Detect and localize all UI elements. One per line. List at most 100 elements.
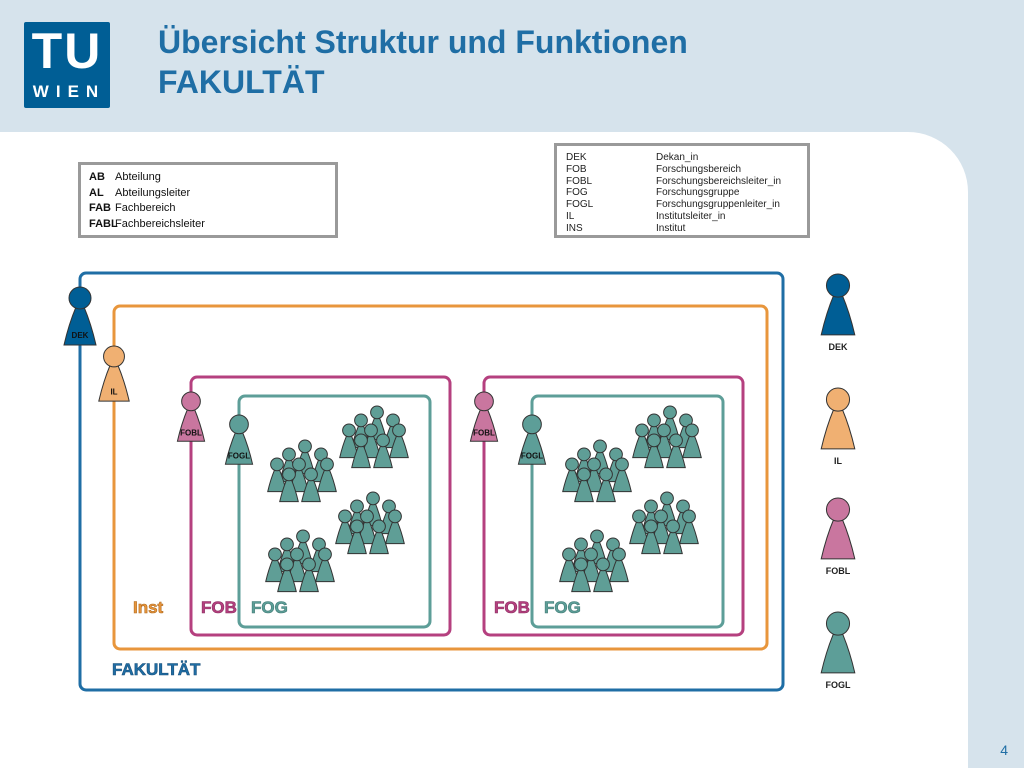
member-figure — [641, 519, 661, 555]
member-figure — [666, 433, 686, 469]
figure-label: FOGL — [228, 451, 250, 460]
member-group — [265, 529, 335, 593]
member-figure — [347, 519, 367, 555]
legend-text: Forschungsgruppenleiter_in — [656, 199, 780, 211]
legend-abbr: DEK — [566, 152, 587, 163]
member-group — [335, 491, 405, 555]
member-figure — [559, 547, 579, 583]
member-figure — [315, 547, 335, 583]
legend-abbr: FAB — [89, 202, 111, 214]
label-fob-2: FOB — [494, 598, 530, 617]
side-legend-figure-dek — [820, 273, 856, 336]
legend-abbr: FABL — [89, 217, 118, 230]
member-figure — [593, 557, 613, 593]
box-fakultaet — [78, 271, 785, 692]
legend-text: Forschungsbereichsleiter_in — [656, 175, 782, 187]
legend-abbr: FOB — [566, 163, 587, 175]
legend-row: INS Institut — [566, 223, 798, 235]
dek-figure: DEK — [63, 286, 97, 346]
legend-text: Forschungsgruppe — [656, 187, 740, 199]
legend-row: AL Abteilungsleiter — [89, 186, 327, 202]
member-figure — [317, 457, 337, 493]
legend-row: FAB Fachbereich — [89, 201, 327, 217]
label-fob-1: FOB — [201, 598, 237, 617]
legend-abbr: IL — [566, 210, 575, 222]
label-inst: Inst — [133, 598, 164, 617]
logo-tu-text: TU — [31, 23, 103, 79]
box-fog-2 — [530, 394, 725, 629]
side-legend-figure-fogl — [820, 611, 856, 674]
member-figure — [279, 467, 299, 503]
logo-wien-text: WIEN — [32, 82, 106, 101]
figure-label: FOBL — [180, 428, 202, 437]
label-fog-2: FOG — [544, 598, 581, 617]
legend-row: FOG Forschungsgruppe — [566, 187, 798, 199]
legend-abbr: AL — [89, 186, 104, 199]
page-title: Übersicht Struktur und Funktionen FAKULT… — [158, 22, 688, 102]
side-legend-figure-il — [820, 387, 856, 450]
member-group — [632, 405, 702, 469]
side-legend-label: IL — [834, 456, 843, 466]
box-fob-1 — [189, 375, 452, 637]
member-figure — [612, 457, 632, 493]
title-line-2: FAKULTÄT — [158, 64, 325, 100]
label-fakultaet: FAKULTÄT — [112, 660, 201, 679]
legend-text: Fachbereich — [115, 202, 176, 214]
box-fog-1 — [237, 394, 432, 629]
legend-text: Fachbereichsleiter — [115, 217, 205, 230]
member-figure — [644, 433, 664, 469]
box-fob-2 — [482, 375, 745, 637]
member-figure — [335, 509, 355, 545]
legend-row: FOB Forschungsbereich — [566, 164, 798, 176]
member-figure — [574, 467, 594, 503]
legend-text: Abteilung — [115, 171, 161, 183]
side-legend-label: FOBL — [826, 566, 851, 576]
member-figure — [373, 433, 393, 469]
legend-text: Institut — [656, 222, 686, 234]
figure-label: IL — [110, 388, 117, 397]
fobl-figure-1: FOBL — [176, 391, 206, 442]
side-legend-label: DEK — [828, 342, 848, 352]
legend-abbr: FOGL — [566, 199, 594, 211]
member-figure — [682, 423, 702, 459]
page-number: 4 — [1000, 742, 1008, 758]
fobl-figure-2: FOBL — [469, 391, 499, 442]
label-fog-1: FOG — [251, 598, 288, 617]
fogl-figure-1: FOGL — [224, 414, 254, 465]
member-figure — [277, 557, 297, 593]
figure-label: DEK — [72, 331, 89, 340]
legend-abbr: INS — [566, 222, 583, 234]
member-figure — [299, 557, 319, 593]
tu-wien-logo: TU WIEN — [24, 22, 110, 108]
member-figure — [351, 433, 371, 469]
legend-text: Abteilungsleiter — [115, 186, 191, 199]
member-group — [562, 439, 632, 503]
legend-row: FOGL Forschungsgruppenleiter_in — [566, 199, 798, 211]
member-figure — [369, 519, 389, 555]
title-line-1: Übersicht Struktur und Funktionen — [158, 24, 688, 60]
side-legend-figure-fobl — [820, 497, 856, 560]
member-group — [629, 491, 699, 555]
member-figure — [571, 557, 591, 593]
legend-text: Forschungsbereich — [656, 163, 742, 175]
il-figure: IL — [98, 345, 130, 402]
figure-label: FOGL — [521, 451, 543, 460]
legend-abbr: FOG — [566, 187, 588, 199]
member-figure — [389, 423, 409, 459]
member-group — [339, 405, 409, 469]
member-figure — [609, 547, 629, 583]
legend-text: Institutsleiter_in — [656, 210, 726, 222]
legend-row: IL Institutsleiter_in — [566, 211, 798, 223]
member-group — [559, 529, 629, 593]
member-figure — [265, 547, 285, 583]
member-figure — [385, 509, 405, 545]
header: TU WIEN Übersicht Struktur und Funktione… — [0, 0, 1024, 132]
side-legend-label: FOGL — [826, 680, 851, 690]
